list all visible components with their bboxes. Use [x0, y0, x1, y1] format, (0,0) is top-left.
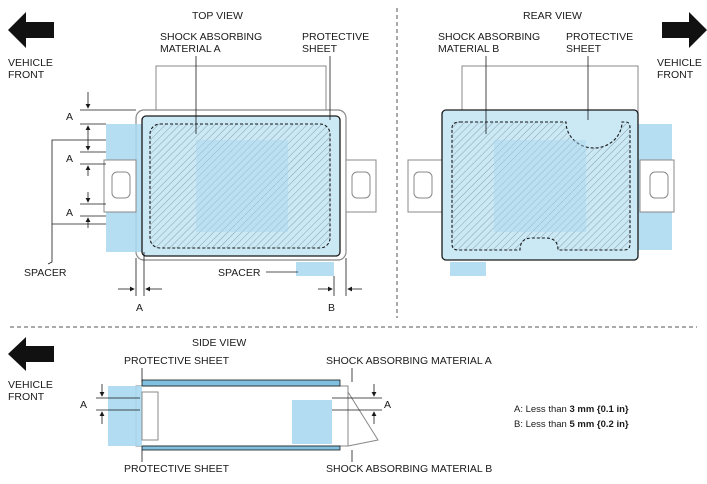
rear-shock-material-b [451, 121, 631, 251]
top-dim-b-bottom-label: B [328, 302, 335, 314]
top-dim-a-label-3: A [66, 207, 73, 219]
side-top-sheet [141, 379, 341, 387]
vehicle-front-arrow-icon [8, 12, 54, 48]
top-bottom-spacer [296, 262, 334, 276]
side-protective-bottom-label: PROTECTIVE SHEET [124, 463, 230, 475]
side-view: SIDE VIEW VEHICLE FRONT PROTECTIVE SHEET… [8, 337, 492, 475]
top-connector [155, 65, 327, 113]
rear-shock-b-line1: SHOCK ABSORBING [438, 31, 540, 43]
top-vehicle-front-line1: VEHICLE [8, 57, 53, 69]
rear-shock-b-line2: MATERIAL B [438, 43, 499, 55]
side-shock-a-label: SHOCK ABSORBING MATERIAL A [326, 355, 492, 367]
side-dim-a-left: A [80, 399, 87, 411]
side-protective-top-label: PROTECTIVE SHEET [124, 355, 230, 367]
top-dim-a-label-2: A [66, 153, 73, 165]
rear-connector [461, 65, 639, 113]
rear-protective-line1: PROTECTIVE [566, 31, 633, 43]
top-shock-a-line1: SHOCK ABSORBING [160, 31, 262, 43]
legend-a: A: Less than 3 mm {0.1 in} [514, 404, 629, 415]
side-view-title: SIDE VIEW [192, 337, 246, 349]
rear-vehicle-front-line1: VEHICLE [657, 57, 702, 69]
top-protective-line2: SHEET [302, 43, 338, 55]
side-vehicle-front-arrow-icon [8, 337, 54, 371]
side-left-spacer [108, 386, 142, 446]
rear-vehicle-front-line2: FRONT [657, 69, 694, 81]
rear-vehicle-front-arrow-icon [662, 12, 707, 48]
rear-view-title: REAR VIEW [523, 10, 582, 22]
top-view-title: TOP VIEW [192, 10, 243, 22]
top-view: VEHICLE FRONT TOP VIEW SHOCK ABSORBING M… [8, 10, 377, 314]
side-vehicle-front-line1: VEHICLE [8, 379, 53, 391]
top-spacer-bottom-label: SPACER [218, 267, 261, 279]
top-dim-horizontal [118, 252, 362, 296]
side-right-spacer [292, 400, 332, 444]
top-protective-line1: PROTECTIVE [302, 31, 369, 43]
rear-bottom-spacer [450, 262, 486, 276]
top-shock-a-line2: MATERIAL A [160, 43, 221, 55]
legend-b: B: Less than 5 mm {0.2 in} [514, 419, 629, 430]
top-dim-a-label-1: A [66, 111, 73, 123]
top-spacer-left-label: SPACER [24, 267, 67, 279]
top-dim-a-bottom-label: A [136, 302, 143, 314]
top-shock-material-a [149, 123, 331, 249]
dimension-legend: A: Less than 3 mm {0.1 in} B: Less than … [514, 404, 629, 430]
side-dim-a-right: A [384, 399, 391, 411]
side-shock-b-label: SHOCK ABSORBING MATERIAL B [326, 463, 492, 475]
top-dim-a-vertical [80, 92, 136, 228]
top-vehicle-front-line2: FRONT [8, 69, 45, 81]
side-vehicle-front-line2: FRONT [8, 391, 45, 403]
rear-protective-line2: SHEET [566, 43, 602, 55]
side-bottom-sheet [141, 445, 341, 451]
rear-view: REAR VIEW SHOCK ABSORBING MATERIAL B PRO… [407, 10, 707, 276]
